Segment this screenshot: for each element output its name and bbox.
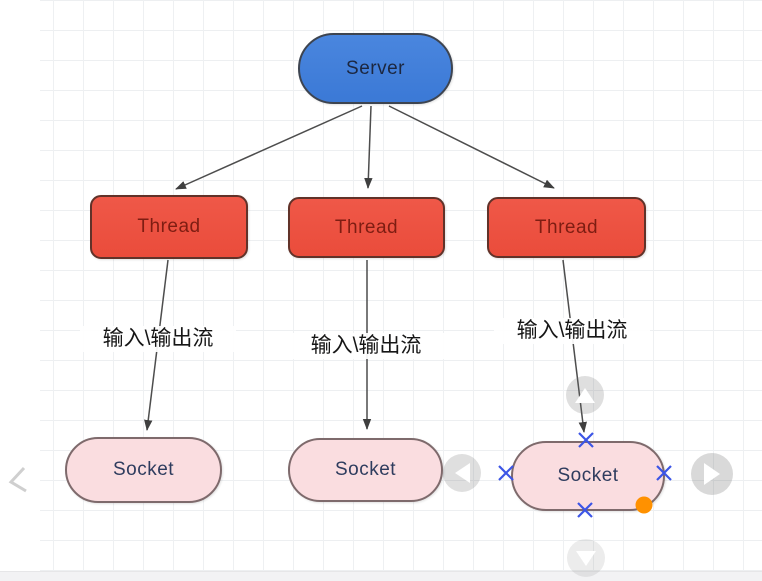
- nav-arrow-up-button[interactable]: [566, 376, 604, 414]
- node-socket-1[interactable]: Socket: [65, 437, 222, 503]
- edge-server-thread3[interactable]: [388, 105, 555, 189]
- nav-arrow-left-button[interactable]: [443, 454, 481, 492]
- edge-server-thread1[interactable]: [175, 105, 363, 190]
- connection-handle-top[interactable]: [578, 432, 594, 448]
- connection-handle-bottom[interactable]: [577, 502, 593, 518]
- nav-arrow-down-button[interactable]: [567, 539, 605, 577]
- edge-endpoint-dot[interactable]: [635, 496, 653, 514]
- edge-label-io-stream-middle[interactable]: 输入\输出流: [288, 333, 444, 359]
- stray-arrowhead-icon: [8, 466, 27, 493]
- chevron-down-icon: [576, 550, 596, 566]
- edge-label-io-stream-left[interactable]: 输入\输出流: [80, 326, 236, 352]
- canvas-bottom-edge: [0, 571, 762, 581]
- node-thread-2[interactable]: Thread: [288, 197, 445, 258]
- chevron-right-icon: [704, 463, 720, 485]
- edge-thread3-socket3[interactable]: [562, 259, 587, 433]
- chevron-left-icon: [454, 463, 470, 483]
- edge-label-io-stream-right[interactable]: 输入\输出流: [494, 318, 650, 344]
- chevron-up-icon: [575, 387, 595, 403]
- edge-server-thread2[interactable]: [364, 105, 373, 189]
- connection-handle-left[interactable]: [498, 465, 514, 481]
- connection-handle-right[interactable]: [656, 465, 672, 481]
- nav-arrow-right-button[interactable]: [691, 453, 733, 495]
